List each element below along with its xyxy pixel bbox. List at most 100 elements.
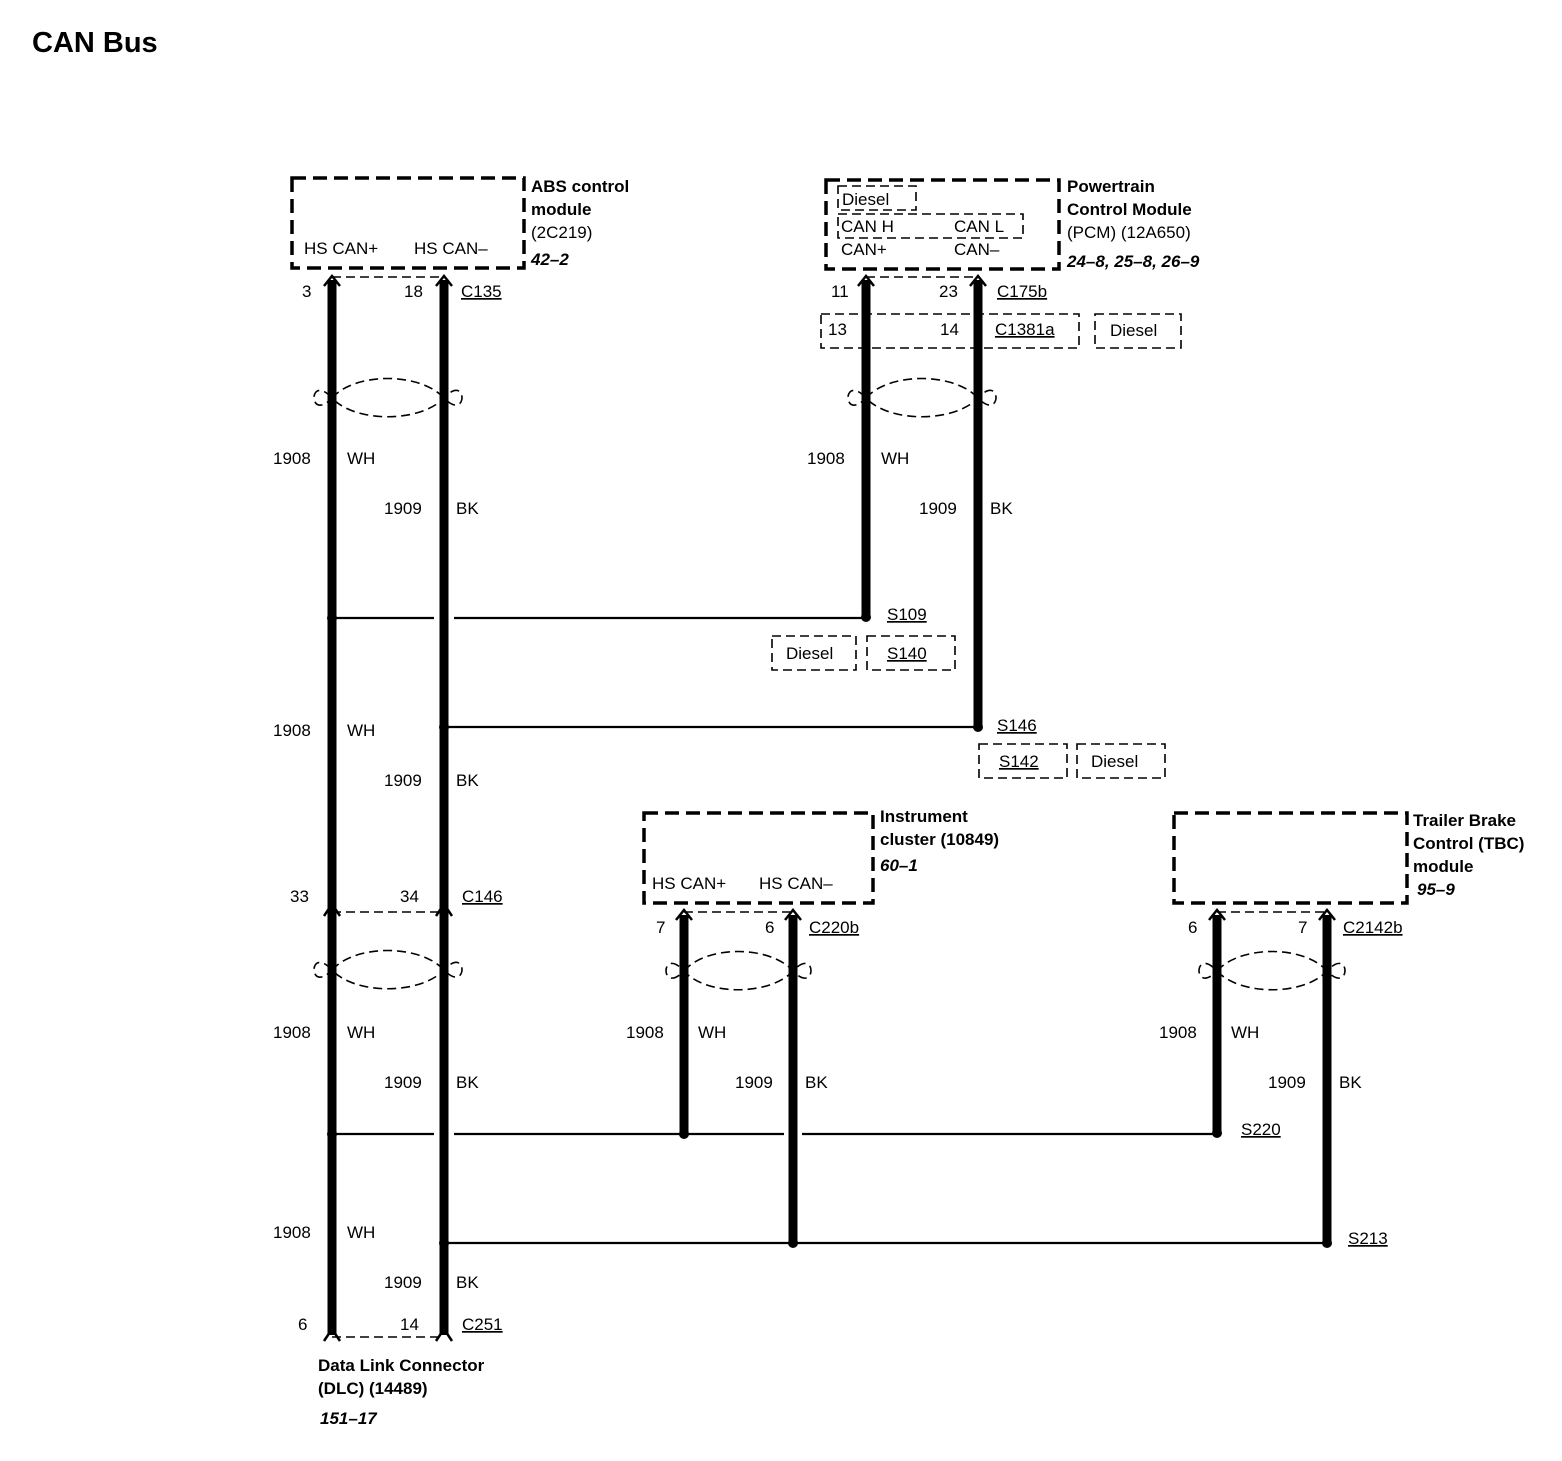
splice-s109-line (327, 612, 871, 623)
s142-box (978, 743, 1068, 779)
c146-pin-number-plus: 33 (290, 887, 309, 906)
color-label-bk-a: BK (456, 499, 479, 518)
ic-connector-label: C220b (809, 918, 859, 937)
abs-connector-label: C135 (461, 282, 502, 301)
tbc-name-line-2: Control (TBC) (1413, 834, 1524, 853)
diagram-title: CAN Bus (32, 27, 158, 59)
c1381a-diesel-tag: Diesel (1110, 321, 1157, 340)
pcm-diesel-pin-h: CAN H (841, 217, 894, 236)
s109-label: S109 (887, 605, 927, 624)
abs-name-line-1: ABS control (531, 177, 629, 196)
s220-dot (1212, 1128, 1222, 1138)
tbc-pin-number-minus: 7 (1298, 918, 1307, 937)
abs-name-line-3: (2C219) (531, 223, 592, 242)
ic-pin-number-plus: 7 (656, 918, 665, 937)
pcm-circuit-label-1908: 1908 (807, 449, 845, 468)
module-pin-arrows (323, 273, 1336, 921)
pcm-diesel-tag: Diesel (842, 190, 889, 209)
s109-dot-trunk (327, 613, 337, 623)
s146-dot-trunk (439, 722, 449, 732)
twisted-pair-tbc (1198, 950, 1346, 991)
pcm-diesel-pin-l: CAN L (954, 217, 1004, 236)
trunk-wires (313, 280, 463, 1335)
ic-color-label-bk: BK (805, 1073, 828, 1092)
c146-connector-label: C146 (462, 887, 503, 906)
color-label-wh-b: WH (347, 721, 375, 740)
abs-pin-label-minus: HS CAN– (414, 239, 488, 258)
pcm-pin-number-plus: 11 (831, 282, 849, 301)
s213-label: S213 (1348, 1229, 1388, 1248)
dlc-name-line-1: Data Link Connector (318, 1356, 485, 1375)
s142-diesel-tag: Diesel (1091, 752, 1138, 771)
c146-pin-number-minus: 34 (400, 887, 419, 906)
dlc-name-line-2: (DLC) (14489) (318, 1379, 428, 1398)
circuit-label-1909-c: 1909 (384, 1073, 422, 1092)
dlc-pin-number-minus: 14 (400, 1315, 419, 1334)
abs-page-ref: 42–2 (530, 250, 569, 269)
tbc-module-box (1172, 811, 1409, 905)
pcm-wires (847, 280, 997, 726)
pcm-color-label-bk: BK (990, 499, 1013, 518)
ic-name-line-2: cluster (10849) (880, 830, 999, 849)
abs-module-box (290, 176, 526, 270)
twisted-pair-dlc (313, 949, 463, 990)
s140-label: S140 (887, 644, 927, 663)
color-label-wh-c: WH (347, 1023, 375, 1042)
s142-diesel-box (1076, 743, 1166, 779)
pcm-pin-label-plus: CAN+ (841, 240, 887, 259)
ic-name-line-1: Instrument (880, 807, 968, 826)
ic-pin-label-plus: HS CAN+ (652, 874, 726, 893)
s220-label: S220 (1241, 1120, 1281, 1139)
tbc-circuit-label-1908: 1908 (1159, 1023, 1197, 1042)
c1381a-connector-label: C1381a (995, 320, 1055, 339)
tbc-pin-number-plus: 6 (1188, 918, 1197, 937)
tbc-page-ref: 95–9 (1417, 880, 1455, 899)
pcm-diesel-box (837, 185, 917, 211)
dlc-pin-number-plus: 6 (298, 1315, 307, 1334)
instrument-cluster-module: Instrument cluster (10849) 60–1 HS CAN+ … (642, 807, 999, 1243)
abs-pin-label-plus: HS CAN+ (304, 239, 378, 258)
ic-module-box (642, 811, 875, 905)
color-label-wh-a: WH (347, 449, 375, 468)
splice-s146-line (439, 722, 983, 732)
circuit-label-1908-c: 1908 (273, 1023, 311, 1042)
pcm-diesel-pin-box (837, 213, 1024, 239)
s213-dot-trunk (439, 1238, 449, 1248)
c1381a-diesel-box (1094, 313, 1182, 349)
twisted-pair-abs (313, 377, 463, 418)
ic-circuit-label-1909: 1909 (735, 1073, 773, 1092)
abs-name-line-2: module (531, 200, 591, 219)
pcm-module-box (824, 178, 1061, 271)
tbc-circuit-label-1909: 1909 (1268, 1073, 1306, 1092)
pcm-color-label-wh: WH (881, 449, 909, 468)
s140-diesel-tag: Diesel (786, 644, 833, 663)
circuit-label-1908-a: 1908 (273, 449, 311, 468)
pcm-pin-number-minus: 23 (939, 282, 958, 301)
ic-pin-number-minus: 6 (765, 918, 774, 937)
dlc-connector-label: C251 (462, 1315, 503, 1334)
abs-module: ABS control module (2C219) 42–2 HS CAN+ … (290, 176, 629, 301)
twisted-pair-ic (665, 950, 812, 991)
ic-pin-label-minus: HS CAN– (759, 874, 833, 893)
s140-box (866, 635, 956, 671)
tbc-color-label-bk: BK (1339, 1073, 1362, 1092)
circuit-label-1909-a: 1909 (384, 499, 422, 518)
pcm-module: Diesel CAN H CAN L CAN+ CAN– Powertrain … (820, 177, 1200, 349)
splice-s213-line (439, 1238, 1332, 1248)
abs-pin-number-plus: 3 (302, 282, 311, 301)
pcm-name-line-1: Powertrain (1067, 177, 1155, 196)
dlc-connector (322, 1326, 454, 1342)
ic-color-label-wh: WH (698, 1023, 726, 1042)
color-label-wh-d: WH (347, 1223, 375, 1242)
s109-dot (861, 612, 871, 622)
tbc-module: Trailer Brake Control (TBC) module 95–9 … (1172, 811, 1524, 1243)
tbc-name-line-3: module (1413, 857, 1473, 876)
circuit-label-1909-b: 1909 (384, 771, 422, 790)
c1381a-pin-number-plus: 13 (828, 320, 847, 339)
s146-label: S146 (997, 716, 1037, 735)
splice-s220-line (327, 1128, 1222, 1139)
s213-dot-ic (788, 1238, 798, 1248)
pcm-connector-label: C175b (997, 282, 1047, 301)
